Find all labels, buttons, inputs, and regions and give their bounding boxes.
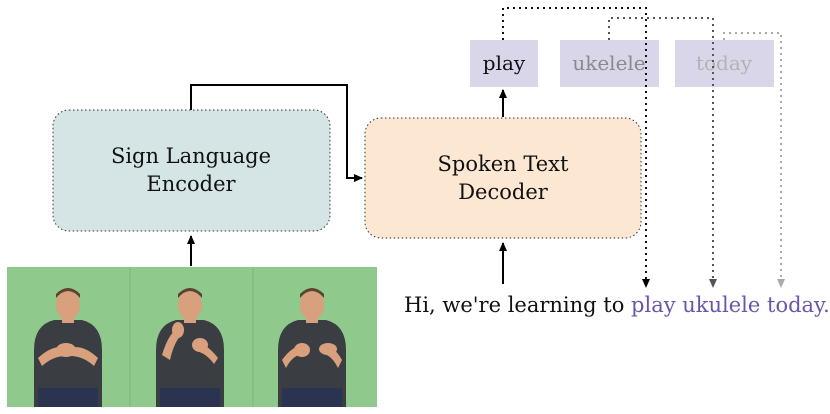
token-ukelele: ukelele [560,40,659,87]
token-play-label: play [483,51,526,75]
decoder-label-line1: Spoken Text [438,152,569,176]
sentence-highlight: play ukulele today. [631,293,830,317]
spoken-text-decoder: Spoken Text Decoder [364,117,642,239]
feedback-arrow-play [502,7,650,288]
sign-language-encoder: Sign Language Encoder [52,109,331,232]
encoder-label-line2: Encoder [146,172,236,196]
encoder-label-line1: Sign Language [111,144,271,168]
token-ukelele-label: ukelele [572,51,645,75]
target-sentence: Hi, we're learning to play ukulele today… [404,293,830,317]
token-today: today [675,40,774,87]
video-frames [7,267,377,407]
signer-frame-3 [278,288,346,407]
signer-frame-2 [156,288,224,407]
token-play: play [470,40,538,87]
token-today-label: today [696,51,753,75]
arrow-encoder-to-decoder [190,84,363,182]
decoder-label-line2: Decoder [458,180,549,204]
signer-frame-1 [34,288,102,407]
sentence-prefix: Hi, we're learning to [404,293,631,317]
feedback-arrow-ukelele [608,17,717,288]
